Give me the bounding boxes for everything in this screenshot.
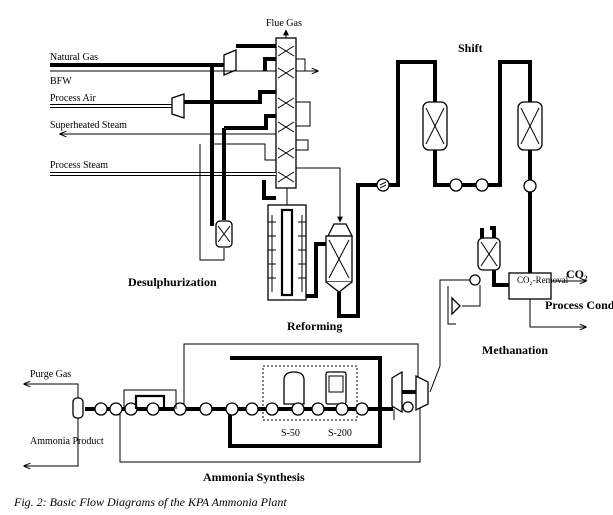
flue-gas-label: Flue Gas	[266, 18, 302, 29]
bfw-line	[50, 57, 318, 71]
natural-gas-label: Natural Gas	[50, 52, 98, 63]
shift-label: Shift	[458, 41, 483, 55]
ammonia-synthesis-label: Ammonia Synthesis	[203, 470, 305, 484]
shift-section	[376, 60, 543, 273]
methanation-label: Methanation	[482, 343, 548, 357]
co2-removal-label: CO₂-Removal	[517, 275, 569, 285]
secondary-reformer	[306, 183, 377, 318]
purge-gas-line	[24, 384, 79, 398]
desulphurizer-feed	[199, 65, 276, 261]
s50-label: S-50	[281, 428, 300, 439]
process-air-line	[50, 90, 311, 127]
process-steam-line	[50, 167, 343, 223]
desulphurization-label: Desulphurization	[128, 275, 217, 289]
superheated-steam-line	[60, 134, 309, 151]
co2-label: CO₂	[566, 267, 588, 281]
exchanger-train	[94, 402, 369, 416]
figure-caption: Fig. 2: Basic Flow Diagrams of the KPA A…	[13, 495, 287, 509]
convection-section	[275, 29, 297, 189]
s200-label: S-200	[328, 428, 352, 439]
ammonia-product-line	[24, 418, 79, 466]
bfw-label: BFW	[50, 76, 72, 87]
process-steam-label: Process Steam	[50, 160, 108, 171]
purge-gas-label: Purge Gas	[30, 369, 71, 380]
reforming-label: Reforming	[287, 319, 342, 333]
synthesis-loop	[72, 343, 429, 463]
superheated-steam-label: Superheated Steam	[50, 120, 127, 131]
reformer-radiant-section	[267, 188, 307, 301]
natural-gas-line	[50, 44, 276, 76]
ammonia-product-label: Ammonia Product	[30, 436, 104, 447]
process-condensate-label: Process Condensate	[545, 298, 613, 312]
desulphurizer-vessel	[215, 220, 233, 248]
methanator	[429, 226, 501, 393]
co2-removal-unit	[492, 266, 586, 327]
process-air-label: Process Air	[50, 93, 97, 104]
